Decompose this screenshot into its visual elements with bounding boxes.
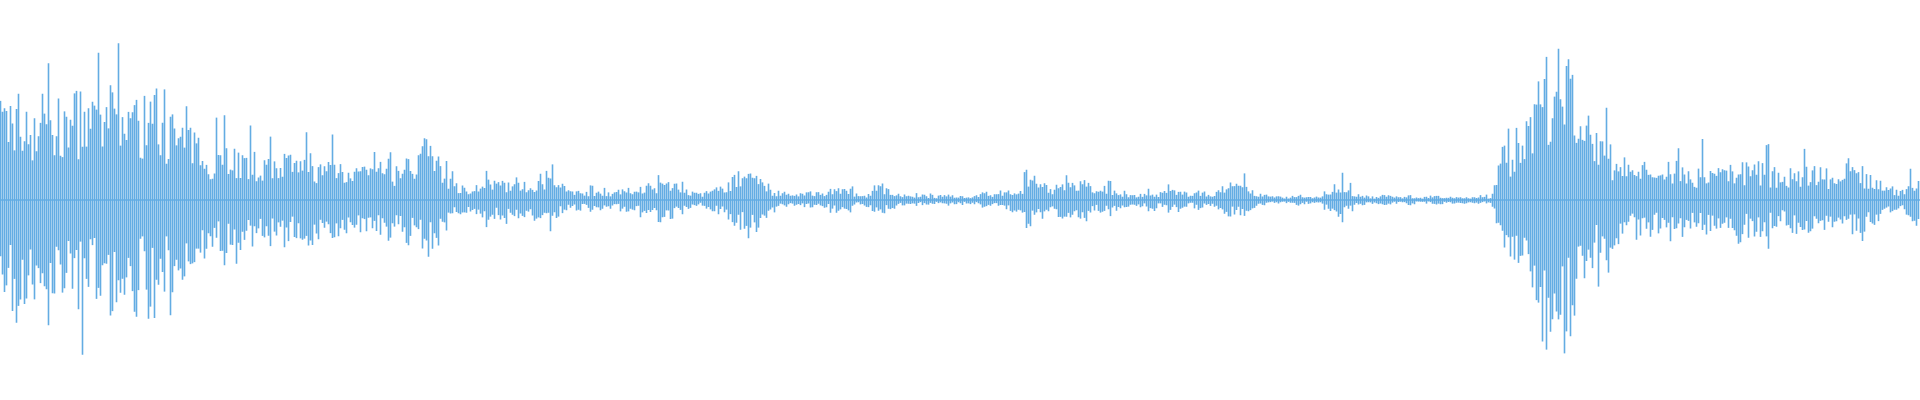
waveform-samples [0, 43, 1920, 355]
